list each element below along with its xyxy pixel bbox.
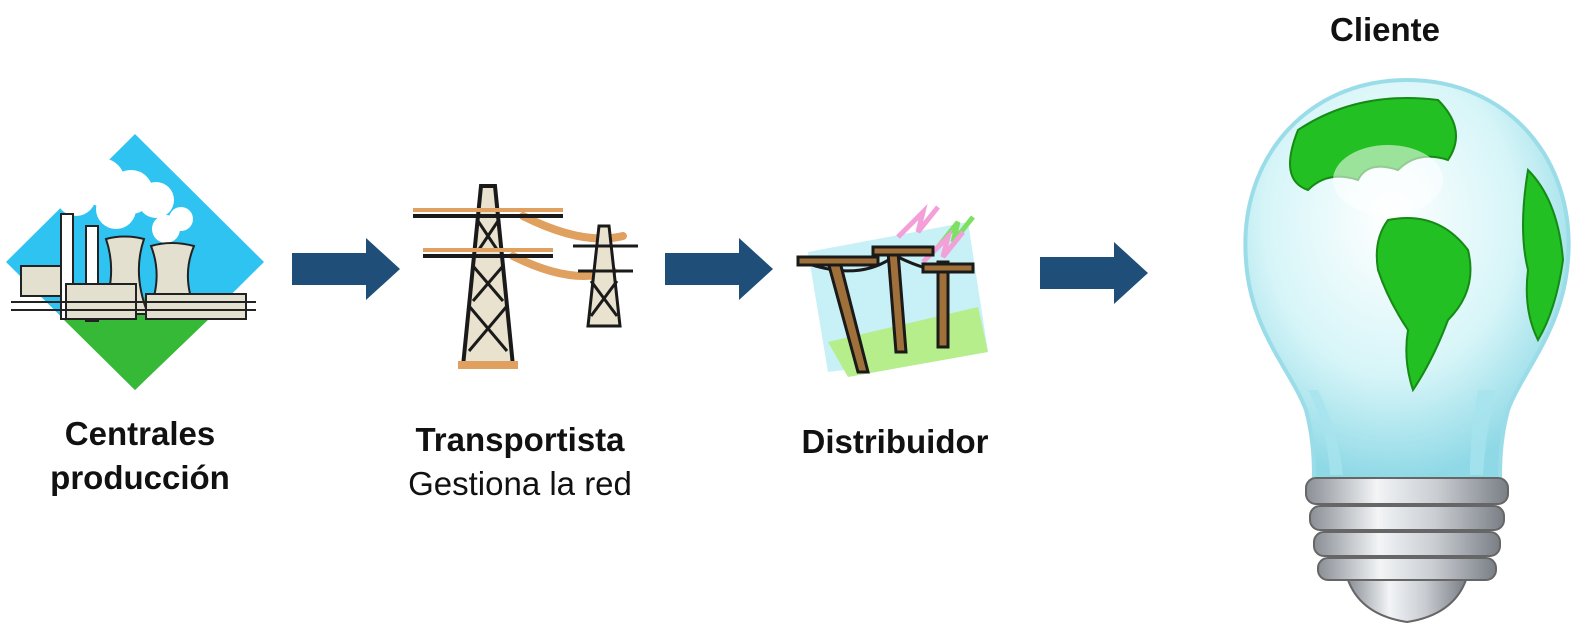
client-illustration xyxy=(1238,70,1576,628)
stage-title: Transportista xyxy=(415,421,625,458)
stage-label-transport: Transportista Gestiona la red xyxy=(370,418,670,506)
flow-arrow-1 xyxy=(292,238,400,300)
stage-label-production: Centrales producción xyxy=(30,412,250,500)
stage-label-distribution: Distribuidor xyxy=(760,420,1030,464)
stage-title: Cliente xyxy=(1329,11,1441,48)
stage-title: Distribuidor xyxy=(801,423,989,460)
stage-title-line1: Centrales xyxy=(64,415,216,452)
power-plant-icon xyxy=(6,134,264,390)
stage-subtitle: Gestiona la red xyxy=(408,465,632,502)
stage-label-client: Cliente xyxy=(1300,8,1470,52)
transmission-illustration xyxy=(403,176,651,372)
power-plant-illustration xyxy=(6,134,264,390)
stage-title-line2: producción xyxy=(50,459,230,496)
transmission-tower-icon xyxy=(413,184,638,369)
flow-arrow-3 xyxy=(1040,242,1148,304)
globe-lightbulb-icon xyxy=(1243,77,1571,624)
utility-pole-icon xyxy=(796,203,988,377)
distribution-illustration xyxy=(788,202,1000,380)
flow-arrow-2 xyxy=(665,238,773,300)
